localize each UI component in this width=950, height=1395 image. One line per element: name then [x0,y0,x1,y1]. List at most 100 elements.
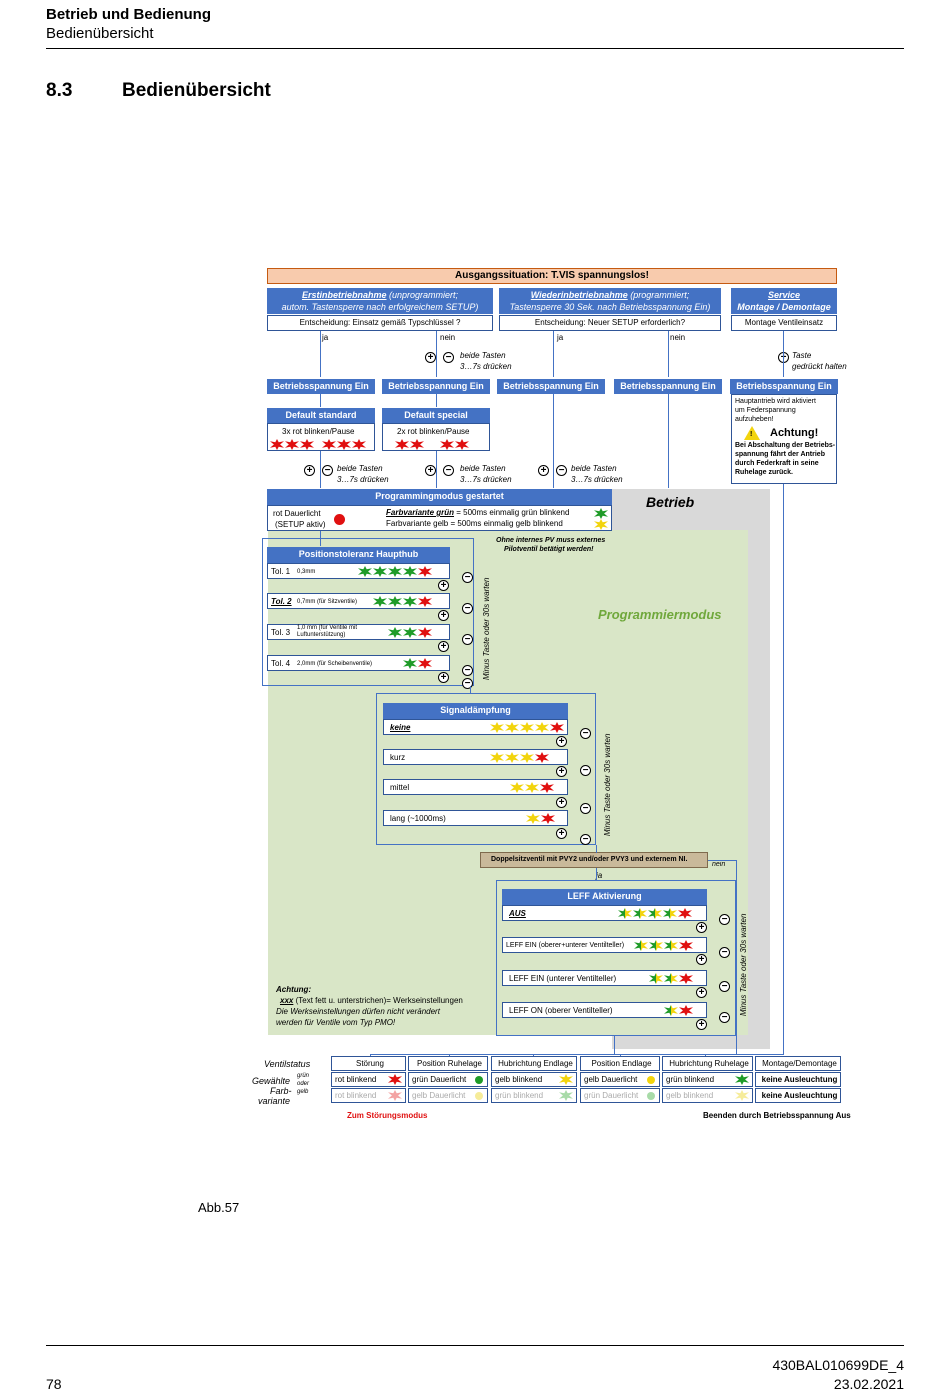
status-led-icon [388,1074,402,1085]
default-special-leds [395,439,469,450]
damping-none-row[interactable]: keine [383,719,568,735]
leff-on-lower-row[interactable]: LEFF EIN (unterer Ventilteller) [502,970,707,986]
damping-none-leds [490,722,564,733]
leff-on-both-leds [634,940,693,951]
green-led-icon [403,658,417,669]
status-light-icon [647,1092,655,1100]
damping-mid-label: mittel [390,783,410,792]
variant-green-row: Farbvariante grün = 500ms einmalig grün … [386,508,569,518]
green-yellow-led-icon [649,973,663,984]
minus-key-icon: − [580,834,591,845]
minus-key-icon: − [462,603,473,614]
both-keys-label: beide Tasten [460,464,506,473]
green-led-icon [403,627,417,638]
default-standard-title: Default standard [267,408,375,423]
recommissioning-box: Wiederinbetriebnahme (programmiert; Tast… [499,288,721,314]
plus-key-icon: + [556,797,567,808]
connector [708,860,736,861]
leff-on-upper-row[interactable]: LEFF ON (oberer Ventilteller) [502,1002,707,1018]
recommissioning-title-rest: (programmiert; [627,290,690,300]
status-head-3: Position Endlage [580,1056,660,1071]
minus-key-icon: − [462,665,473,676]
attention-label: Achtung! [770,427,819,439]
connector [705,1054,706,1057]
yellow-led-icon [490,722,504,733]
minus-key-icon: − [580,765,591,776]
damping-short-row[interactable]: kurz [383,749,568,765]
plus-key-icon: + [438,580,449,591]
chosen-label-3: variante [258,1096,291,1106]
minus-or-wait-label: Minus Taste oder 30s warten [482,577,491,680]
connector [370,1054,371,1057]
service-warn-2: spannung fährt der Antrieb [735,451,825,458]
leff-on-lower-label: LEFF EIN (unterer Ventilteller) [509,974,617,983]
damping-long-label: lang (~1000ms) [390,814,446,823]
tol1-row[interactable]: Tol. 1 0,3mm [267,563,450,579]
red-led-icon [440,439,454,450]
damping-short-leds [490,752,549,763]
note-attention: Achtung: [276,985,312,994]
damping-none-label: keine [390,723,411,732]
no-label-3: nein [712,861,726,868]
tol4-row[interactable]: Tol. 4 2,0mm (für Scheibenventile) [267,655,450,671]
note-line-1: Die Werkseinstellungen dürfen nicht verä… [276,1007,440,1016]
yellow-led-icon [490,752,504,763]
minus-key-icon: − [443,465,454,476]
both-keys-duration: 3…7s drücken [460,475,512,484]
green-led-icon [388,627,402,638]
red-led-icon [352,439,366,450]
tol2-row[interactable]: Tol. 2 0,7mm (für Sitzventile) [267,593,450,609]
service-note-line3: aufzuheben! [735,416,774,423]
default-standard-box: 3x rot blinken/Pause [267,423,375,451]
minus-or-wait-label: Minus Taste oder 30s warten [603,733,612,836]
tol2-leds [373,596,432,607]
yellow-led-icon [520,722,534,733]
yellow-led-icon [510,782,524,793]
or-label: oder [297,1081,310,1087]
leff-on-both-row[interactable]: LEFF EIN (oberer+unterer Ventilteller) [502,937,707,953]
service-warn-1: Bei Abschaltung der Betriebs- [735,442,836,449]
connector [320,451,321,488]
green-yellow-led-icon [664,1005,678,1016]
red-led-icon [285,439,299,450]
status-light-icon [475,1076,483,1084]
status-green-3: gelb Dauerlicht [580,1072,660,1087]
green-led-icon [403,566,417,577]
plus-key-icon: + [696,987,707,998]
green-led-icon [594,508,608,519]
both-keys-duration: 3…7s drücken [460,362,512,371]
minus-or-wait-label: Minus Taste oder 30s warten [739,913,748,1016]
status-green-0: rot blinkend [331,1072,406,1087]
leff-off-row[interactable]: AUS [502,905,707,921]
status-green-1: grün Dauerlicht [408,1072,488,1087]
connector [596,868,597,880]
key-hold-duration: gedrückt halten [792,362,847,371]
section-number: 8.3 [46,80,73,101]
red-led-icon [337,439,351,450]
damping-mid-row[interactable]: mittel [383,779,568,795]
green-led-icon [388,596,402,607]
status-led-icon [735,1090,749,1101]
minus-key-icon: − [462,678,473,689]
tol3-row[interactable]: Tol. 3 1,0 mm (für Ventile mit Luftunter… [267,624,450,640]
chosen-label: Gewählte [252,1076,291,1086]
status-light-icon [475,1092,483,1100]
tol1-label: Tol. 1 [271,567,291,576]
damping-long-row[interactable]: lang (~1000ms) [383,810,568,826]
minus-key-icon: − [719,1012,730,1023]
start-situation: Ausgangssituation: T.VIS spannungslos! [267,268,837,284]
red-led-icon [270,439,284,450]
red-led-icon [540,782,554,793]
connector [436,451,437,488]
status-green-5: keine Ausleuchtung [755,1072,841,1087]
connector [736,860,737,1054]
power-on-4: Betriebsspannung Ein [614,379,722,394]
footer-rule [46,1345,904,1346]
red-led-icon [418,566,432,577]
plus-key-icon: + [438,641,449,652]
green-led-icon [403,596,417,607]
status-yellow-3: grün Dauerlicht [580,1088,660,1103]
chosen-label-2: Farb- [270,1086,292,1096]
note-factory: (Text fett u. unterstrichen)= Werkseinst… [293,996,463,1005]
